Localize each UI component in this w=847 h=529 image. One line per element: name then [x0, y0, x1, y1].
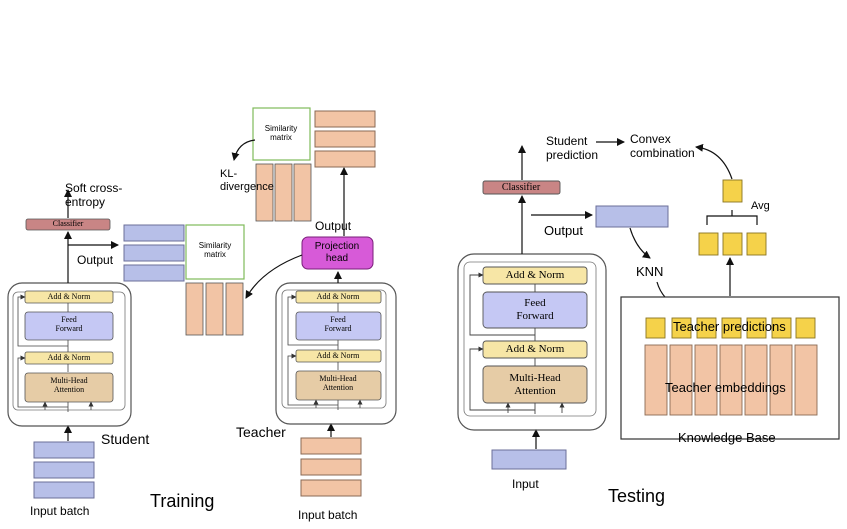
- projection-head: [301, 236, 374, 270]
- teacher-transformer-frame: [275, 282, 397, 425]
- testing-classifier-label: Classifier: [501, 182, 541, 193]
- student-add-norm-top-label: Add & Norm: [47, 292, 91, 301]
- similarity-to-kl-arrow: [231, 139, 256, 161]
- teacher-block-connectors: [287, 294, 363, 410]
- testing-transformer-frame: [457, 253, 607, 431]
- teacher-attention-label: Multi-Head Attention: [319, 374, 357, 393]
- student-input-batch-label: Input batch: [30, 504, 90, 518]
- teacher-feed-forward: [295, 311, 382, 341]
- testing-section-label: Testing: [608, 486, 666, 506]
- testing-input-box: [491, 449, 567, 470]
- similarity-matrix-top-label: Similarity matrix: [264, 124, 298, 143]
- student-output-embeddings: [123, 224, 185, 282]
- student-add-norm-bottom-label: Add & Norm: [47, 353, 91, 362]
- student-block-connectors: [17, 294, 94, 412]
- testing-classifier: [482, 180, 561, 195]
- similarity-matrix-top: [252, 107, 311, 161]
- avg-bracket: [706, 210, 758, 225]
- teacher-add-norm-top-label: Add & Norm: [316, 292, 360, 301]
- similarity-matrix-middle-label: Similarity matrix: [198, 241, 232, 260]
- testing-block-connectors: [469, 272, 565, 414]
- teacher-embeddings-label: Teacher embeddings: [665, 380, 786, 395]
- teacher-label: Teacher: [236, 424, 286, 440]
- avg-label: Avg: [751, 200, 770, 212]
- student-prediction-label: Student prediction: [546, 134, 599, 162]
- teacher-attention: [295, 370, 382, 401]
- student-label: Student: [101, 431, 150, 447]
- student-attention: [24, 372, 114, 403]
- testing-to-knn-arrow: [629, 227, 651, 259]
- teacher-projected-columns-top: [255, 163, 312, 222]
- teacher-output-embeddings: [314, 110, 376, 168]
- knn-label: KNN: [636, 264, 664, 279]
- student-attention-label: Multi-Head Attention: [50, 376, 88, 395]
- student-classifier-label: Classifier: [52, 219, 84, 228]
- student-feed-forward: [24, 311, 114, 341]
- avg-output-square: [722, 179, 743, 203]
- student-classifier: [25, 218, 111, 231]
- testing-output-label: Output: [544, 223, 584, 238]
- student-feed-forward-label: Feed Forward: [55, 315, 83, 334]
- projection-to-middle-arrow: [245, 254, 303, 299]
- testing-add-norm-bottom-label: Add & Norm: [505, 343, 565, 355]
- soft-cross-entropy-label: Soft cross- entropy: [65, 181, 123, 209]
- teacher-prediction-squares: [645, 317, 816, 339]
- similarity-matrix-middle: [185, 224, 245, 280]
- teacher-embedding-columns: [644, 344, 818, 416]
- teacher-input-batch-label: Input batch: [298, 508, 358, 522]
- teacher-predictions-label: Teacher predictions: [673, 319, 786, 334]
- teacher-projected-columns-middle: [185, 282, 244, 336]
- testing-output-box: [595, 205, 669, 228]
- testing-transformer-inner: [463, 261, 597, 417]
- testing-attention-label: Multi-Head Attention: [509, 372, 561, 397]
- kl-divergence-label: KL- divergence: [220, 168, 274, 193]
- convex-combination-label: Convex combination: [630, 132, 695, 160]
- teacher-output-label: Output: [315, 219, 352, 233]
- student-transformer-frame: [7, 282, 132, 427]
- student-output-label: Output: [77, 253, 114, 267]
- teacher-add-norm-bottom-label: Add & Norm: [316, 351, 360, 360]
- teacher-feed-forward-label: Feed Forward: [324, 315, 352, 334]
- teacher-transformer-inner: [281, 289, 387, 409]
- testing-input-label: Input: [512, 477, 539, 491]
- avg-input-squares: [698, 232, 767, 256]
- avg-to-convex-arrow: [695, 143, 733, 180]
- teacher-input-batch: [300, 437, 362, 497]
- knowledge-base-label: Knowledge Base: [678, 430, 776, 445]
- student-input-batch: [33, 441, 95, 499]
- projection-head-label: Projection head: [314, 241, 360, 264]
- testing-add-norm-top-label: Add & Norm: [505, 269, 565, 281]
- training-section-label: Training: [150, 491, 215, 511]
- testing-feed-forward-label: Feed Forward: [516, 297, 554, 322]
